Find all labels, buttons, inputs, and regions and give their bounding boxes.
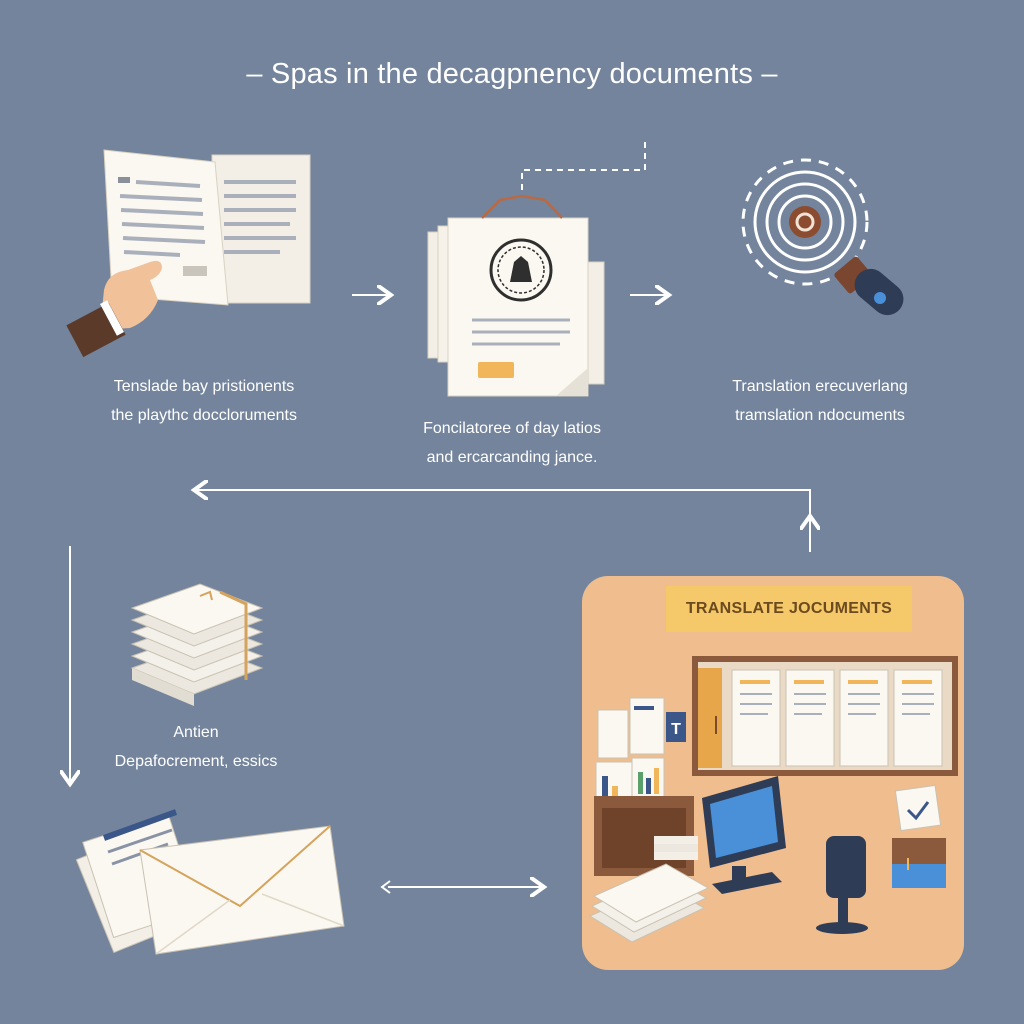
page-title: – Spas in the decagpnency documents – — [246, 58, 778, 90]
sealed-certificate-icon — [427, 142, 646, 397]
arrow-feedback-loop — [196, 490, 811, 552]
step1-caption: Tenslade bay pristionents the playthc do… — [111, 378, 297, 424]
translation-office-panel: TRANSLATE JOCUMENTS — [582, 576, 964, 970]
document-stack-icon — [130, 583, 264, 706]
arrow-bidirectional — [380, 881, 542, 893]
step3-caption: Translation erecuverlang tramslation ndo… — [732, 378, 908, 424]
office-badge-letter: T — [671, 721, 681, 738]
hand-holding-documents-icon — [66, 149, 311, 358]
translation-office-icon: T — [588, 656, 958, 943]
step2-caption: Foncilatoree of day latios and ercarcand… — [423, 420, 601, 466]
envelope-documents-icon — [75, 809, 345, 955]
step4-caption: Antien Depafocrement, essics — [114, 724, 278, 770]
magnifier-fingerprint-icon — [741, 158, 904, 316]
office-banner: TRANSLATE JOCUMENTS — [666, 586, 912, 632]
